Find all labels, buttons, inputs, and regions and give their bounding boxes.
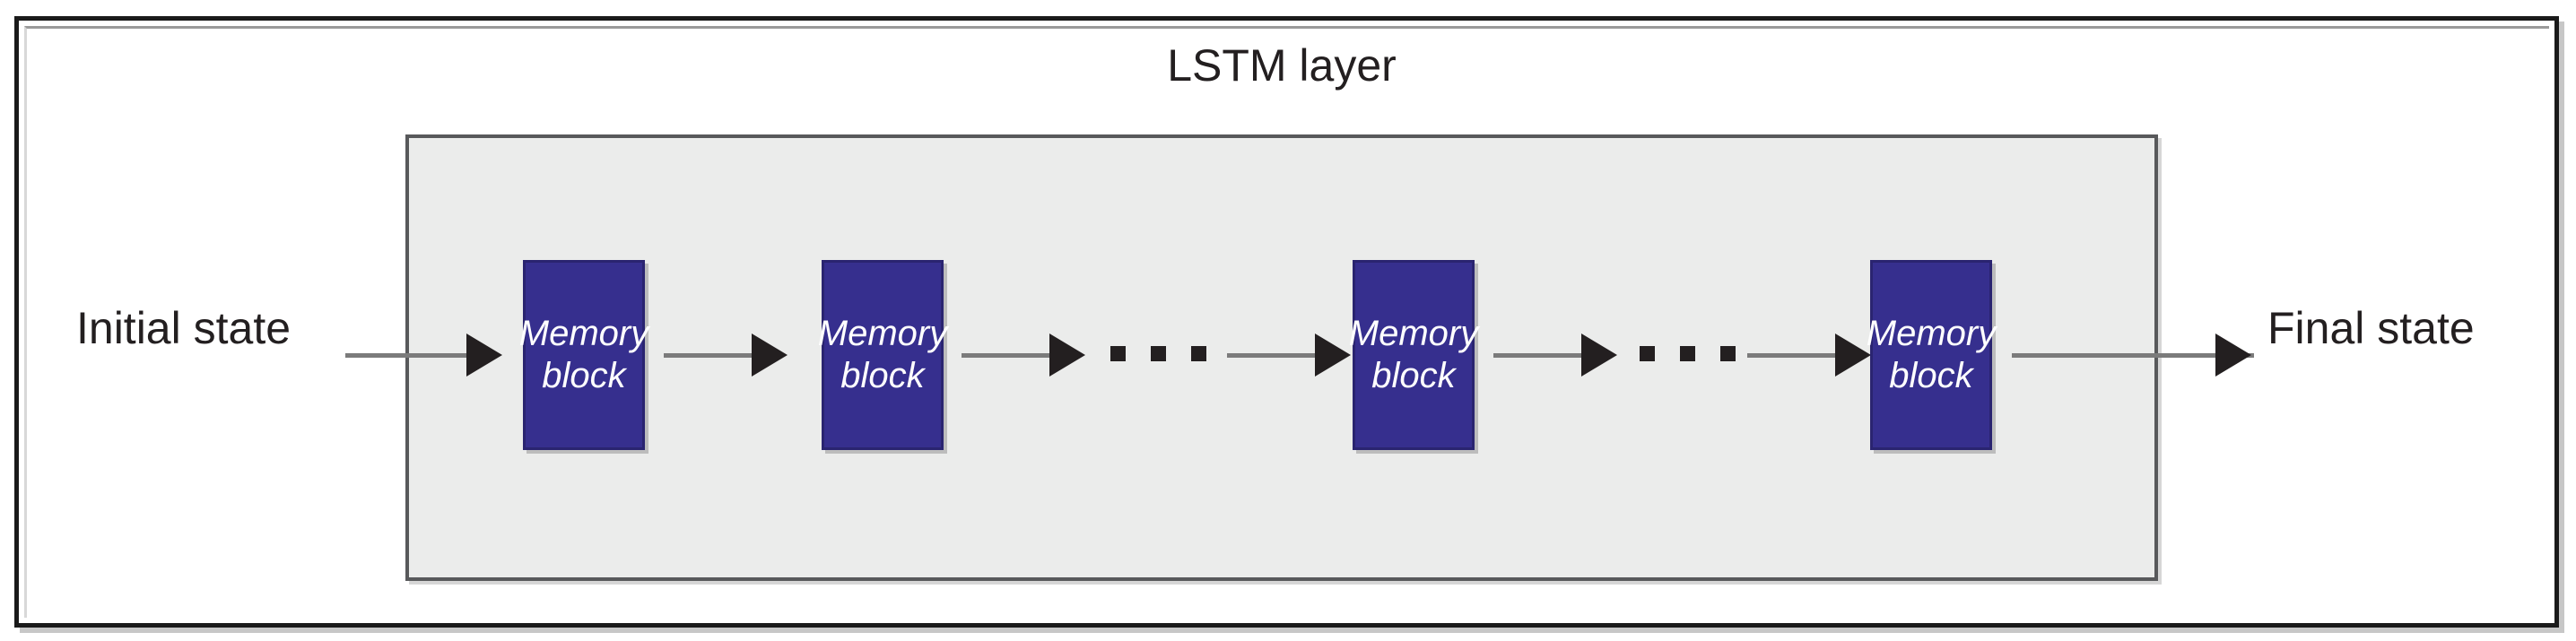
memory-block-1-line1: Memory: [518, 313, 649, 353]
arrow-head-1: [752, 333, 788, 377]
arrow-head-2: [1049, 333, 1085, 377]
ellipsis-dot: [1680, 346, 1695, 361]
arrow-head-3: [1315, 333, 1351, 377]
ellipsis-2-icon: [1640, 346, 1736, 361]
memory-block-1-line2: block: [542, 356, 626, 395]
memory-block-1: Memory block: [519, 260, 648, 450]
arrow-line-5: [1747, 353, 1837, 358]
final-state-label: Final state: [2267, 303, 2475, 353]
lstm-layer-title: LSTM layer: [1167, 40, 1397, 91]
memory-block-4: Memory block: [1867, 260, 1996, 450]
arrow-line-4: [1493, 353, 1583, 358]
arrow-head-5: [1835, 333, 1871, 377]
ellipsis-dot: [1110, 346, 1126, 361]
arrow-line-3: [1227, 353, 1317, 358]
ellipsis-dot: [1640, 346, 1655, 361]
figure-frame-bevel: [24, 26, 2549, 618]
memory-block-3-line1: Memory: [1348, 313, 1479, 353]
memory-block-3: Memory block: [1349, 260, 1478, 450]
arrow-line-1: [664, 353, 753, 358]
memory-block-4-line1: Memory: [1866, 313, 1997, 353]
arrow-head-output: [2215, 333, 2251, 377]
memory-block-2-line2: block: [840, 356, 925, 395]
memory-block-3-line2: block: [1371, 356, 1456, 395]
ellipsis-1-icon: [1110, 346, 1206, 361]
memory-block-2-line1: Memory: [817, 313, 948, 353]
ellipsis-dot: [1191, 346, 1206, 361]
arrow-line-2: [962, 353, 1051, 358]
arrow-head-4: [1581, 333, 1617, 377]
initial-state-label: Initial state: [76, 303, 292, 353]
memory-block-2: Memory block: [818, 260, 947, 450]
ellipsis-dot: [1151, 346, 1166, 361]
arrow-head-input: [466, 333, 502, 377]
arrow-line-output: [2012, 353, 2254, 358]
arrow-line-input: [345, 353, 471, 358]
memory-block-4-line2: block: [1889, 356, 1973, 395]
ellipsis-dot: [1720, 346, 1736, 361]
